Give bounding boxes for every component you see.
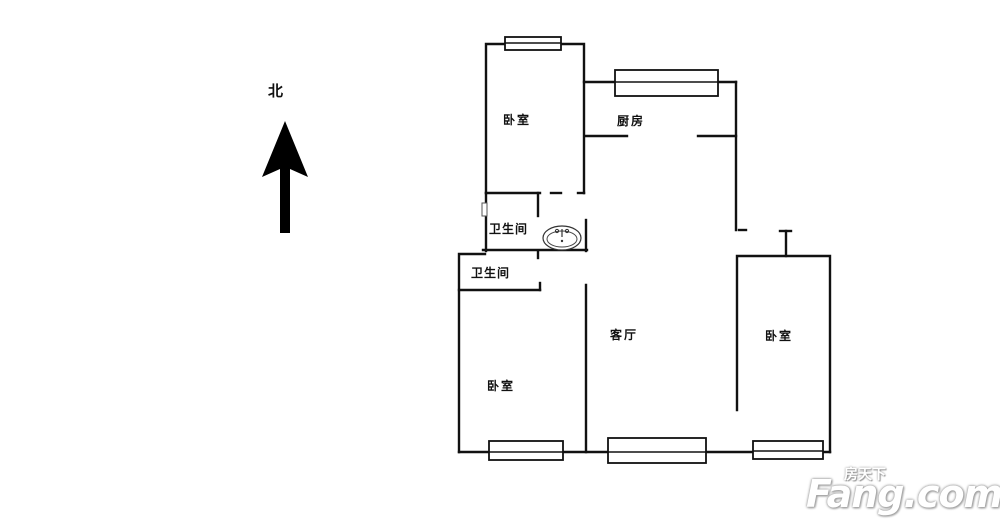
- window-living-room: [607, 437, 707, 464]
- door-bathroom-1: [481, 202, 488, 217]
- compass-label: 北: [268, 82, 284, 100]
- watermark-brand-cn: 房天下: [844, 467, 886, 483]
- wall-living-room: [457, 283, 832, 454]
- wall-bathroom-2: [457, 252, 542, 454]
- window-kitchen: [614, 69, 719, 97]
- window-bedroom-east: [752, 440, 824, 460]
- fang-watermark-logo: Fang.com 房天下: [806, 462, 1000, 522]
- window-bedroom-southwest: [488, 440, 564, 461]
- room-label-kitchen: 厨房: [617, 114, 646, 128]
- wall-bedroom-east: [735, 229, 832, 454]
- north-arrow-icon: [262, 121, 308, 233]
- room-label-living-room: 客厅: [610, 328, 639, 342]
- window-bedroom-north: [504, 36, 562, 51]
- watermark-brand: Fang.com: [806, 472, 1000, 516]
- room-label-bathroom-1: 卫生间: [489, 222, 529, 236]
- washbasin-icon: [542, 225, 582, 251]
- room-label-bedroom-southwest: 卧室: [487, 379, 516, 393]
- room-label-bathroom-2: 卫生间: [471, 266, 511, 280]
- room-label-bedroom-east: 卧室: [765, 329, 794, 343]
- wall-bedroom-north: [484, 42, 586, 195]
- wall-kitchen: [582, 80, 748, 232]
- room-label-bedroom-north: 卧室: [503, 113, 532, 127]
